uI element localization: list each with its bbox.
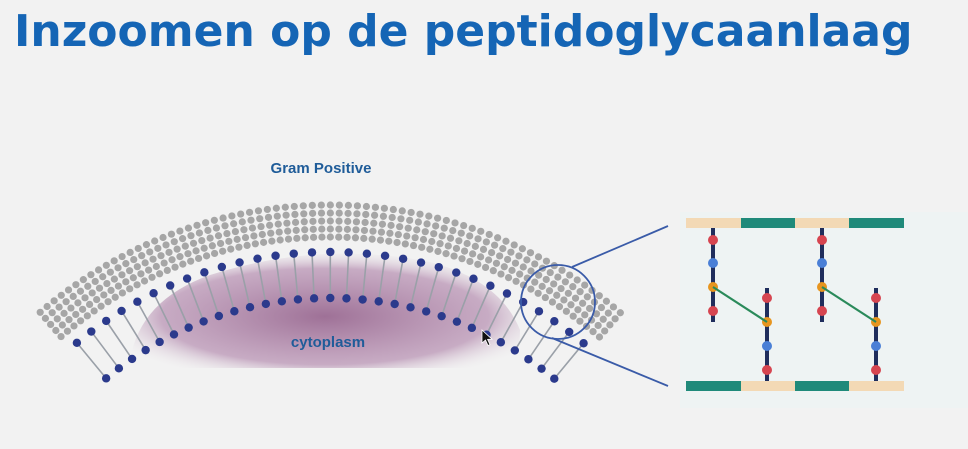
zoom-line-bottom	[551, 337, 669, 387]
mouse-pointer-icon	[481, 329, 493, 347]
peptidoglycan-layer	[47, 217, 614, 329]
peptidoglycan-zoom-panel	[680, 212, 968, 408]
zoom-circle	[520, 264, 596, 340]
peptidoglycan-layer	[57, 233, 604, 341]
cytoplasm-region	[129, 253, 521, 368]
zoom-line-top	[571, 225, 669, 268]
lipid-bilayer	[72, 247, 588, 383]
peptidoglycan-layer	[52, 225, 609, 335]
gram-positive-label: Gram Positive	[271, 160, 372, 177]
membrane-layers	[36, 201, 624, 383]
peptidoglycan-layer	[36, 201, 624, 317]
cytoplasm-label: cytoplasm	[291, 334, 365, 351]
slide-title: Inzoomen op de peptidoglycaanlaag	[14, 6, 913, 57]
peptidoglycan-layer	[41, 209, 619, 323]
